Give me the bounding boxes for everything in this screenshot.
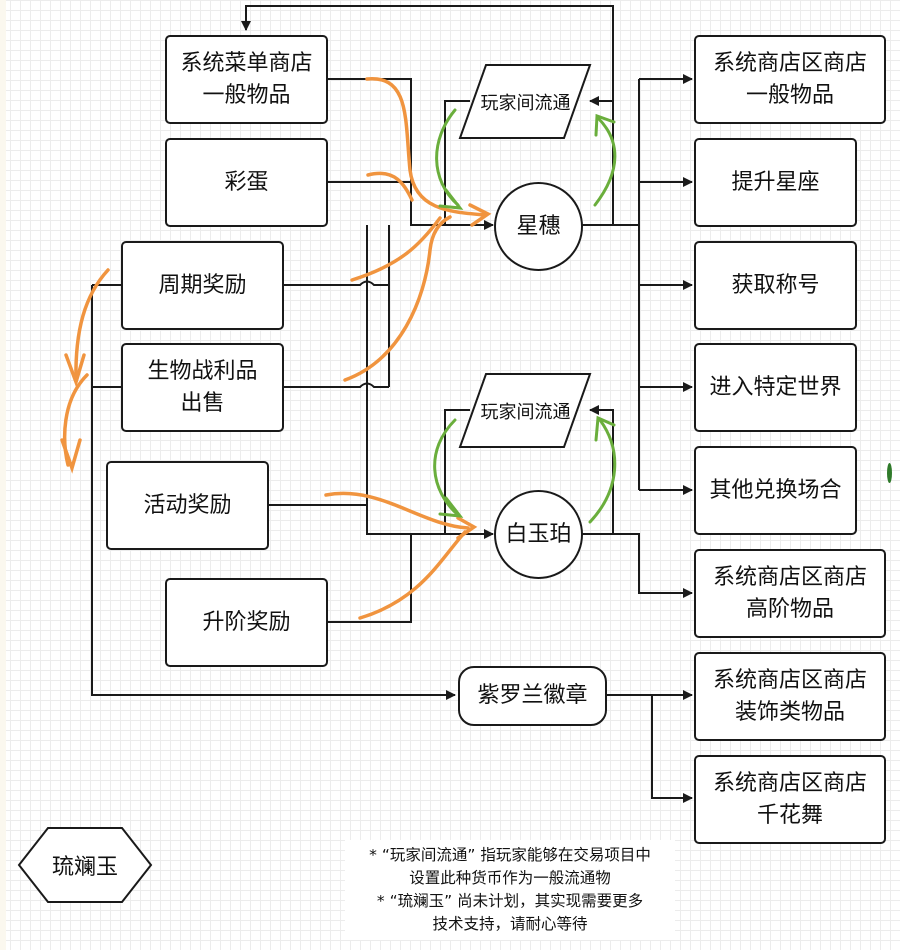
- edge-baiyupo-out: [578, 533, 693, 598]
- source-menu-shop[interactable]: 系统菜单商店 一般物品: [165, 35, 328, 124]
- currency-liulanyu-label: 琉斓玉: [51, 855, 118, 880]
- currency-xingsui[interactable]: 星穗: [494, 182, 583, 271]
- currency-baiyupo[interactable]: 白玉珀: [494, 490, 583, 579]
- target-other-exchange[interactable]: 其他兑换场合: [694, 446, 857, 535]
- target-shop-qianhuawu[interactable]: 系统商店区商店 千花舞: [694, 755, 886, 844]
- source-loot-sale[interactable]: 生物战利品 出售: [121, 343, 284, 432]
- source-easter-egg[interactable]: 彩蛋: [165, 138, 328, 227]
- trade-bottom-shape[interactable]: [458, 372, 593, 450]
- source-loot-sale-label: 生物战利品 出售: [147, 358, 258, 416]
- target-shop-general[interactable]: 系统商店区商店 一般物品: [694, 35, 886, 124]
- target-enter-world[interactable]: 进入特定世界: [694, 343, 857, 432]
- currency-xingsui-label: 星穗: [516, 213, 561, 239]
- source-event-reward[interactable]: 活动奖励: [106, 461, 269, 550]
- canvas-edge: [0, 0, 6, 950]
- currency-violet-badge-label: 紫罗兰徽章: [477, 683, 588, 708]
- source-periodic-reward-label: 周期奖励: [158, 272, 247, 298]
- target-shop-general-label: 系统商店区商店 一般物品: [712, 50, 867, 108]
- target-get-title[interactable]: 获取称号: [694, 241, 857, 330]
- source-event-reward-label: 活动奖励: [143, 492, 232, 518]
- trade-top-shape[interactable]: [458, 63, 593, 141]
- currency-baiyupo-label: 白玉珀: [505, 521, 572, 547]
- target-shop-advanced-label: 系统商店区商店 高阶物品: [712, 564, 867, 622]
- trade-bottom-label: 玩家间流通: [480, 402, 571, 423]
- footnote-line: * “玩家间流通” 指玩家能够在交易项目中: [369, 846, 651, 864]
- footnote-line: 技术支持，请耐心等待: [432, 915, 588, 933]
- edge-rank: [328, 534, 412, 623]
- target-shop-decor[interactable]: 系统商店区商店 装饰类物品: [694, 652, 886, 741]
- footnote-line: 设置此种货币作为一般流通物: [409, 869, 611, 887]
- trade-top-label: 玩家间流通: [480, 93, 571, 114]
- source-menu-shop-label: 系统菜单商店 一般物品: [180, 50, 313, 108]
- source-periodic-reward[interactable]: 周期奖励: [121, 241, 284, 330]
- target-get-title-label: 获取称号: [731, 272, 820, 298]
- source-rank-reward[interactable]: 升阶奖励: [165, 578, 328, 667]
- footnote: * “玩家间流通” 指玩家能够在交易项目中 设置此种货币作为一般流通物 * “琉…: [345, 840, 675, 940]
- source-rank-reward-label: 升阶奖励: [202, 609, 291, 635]
- target-raise-constellation-label: 提升星座: [731, 169, 820, 195]
- footnote-line: * “琉斓玉” 尚未计划，其实现需要更多: [376, 892, 644, 910]
- target-shop-qianhuawu-label: 系统商店区商店 千花舞: [712, 770, 867, 828]
- target-other-exchange-label: 其他兑换场合: [709, 477, 842, 503]
- currency-liulanyu-shape[interactable]: [17, 826, 153, 904]
- edge-trade-bot: [589, 405, 614, 534]
- target-shop-advanced[interactable]: 系统商店区商店 高阶物品: [694, 549, 886, 638]
- target-enter-world-label: 进入特定世界: [709, 374, 842, 400]
- green-annotations: [433, 108, 617, 524]
- currency-violet-badge[interactable]: 紫罗兰徽章: [458, 666, 607, 726]
- edge-periodic: [283, 280, 389, 286]
- edge-loot: [283, 382, 389, 388]
- green-stray-mark: [887, 463, 892, 483]
- target-shop-decor-label: 系统商店区商店 装饰类物品: [712, 667, 867, 725]
- target-raise-constellation[interactable]: 提升星座: [694, 138, 857, 227]
- source-easter-egg-label: 彩蛋: [224, 169, 269, 195]
